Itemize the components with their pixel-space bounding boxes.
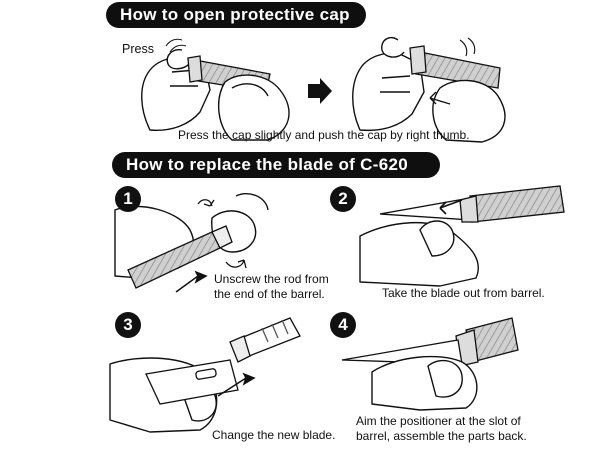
step2-knife-icon: [379, 185, 565, 223]
arrow-right-icon: [308, 78, 332, 104]
rotate-arrow-icon: [197, 199, 215, 207]
open-cap-hand-left-icon-2: [352, 36, 425, 132]
step2-hand-icon: [359, 220, 479, 287]
press-label: Press: [122, 42, 154, 56]
step4-hand-icon: [371, 355, 478, 411]
section-title-open-cap: How to open protective cap: [106, 2, 366, 28]
push-arrow-icon: [429, 91, 451, 105]
step1-caption-line1: Unscrew the rod from: [214, 272, 329, 286]
step4-caption-line1: Aim the positioner at the slot of: [356, 414, 521, 428]
section-title-replace-blade: How to replace the blade of C-620: [112, 152, 440, 178]
step-number-1: 1: [115, 186, 141, 212]
step1-caption-line2: the end of the barrel.: [214, 287, 325, 301]
step-number-2: 2: [330, 186, 356, 212]
step3-caption-line1: Change the new blade.: [212, 428, 336, 442]
open-cap-hand-right-icon-2: [432, 79, 506, 143]
step4-caption-line2: barrel, assemble the parts back.: [356, 429, 527, 443]
knife-body-icon-2: [409, 45, 501, 89]
motion-lines-icon-2: [459, 37, 476, 57]
rotate-arrow-icon-2: [225, 259, 247, 269]
motion-lines-icon: [165, 38, 187, 53]
rod-icon: [229, 317, 301, 363]
blade-icon: [145, 359, 239, 405]
open-cap-caption: Press the cap slightly and push the cap …: [178, 128, 470, 142]
step3-arrow-icon: [217, 372, 256, 397]
step-number-4: 4: [330, 312, 356, 338]
step-number-3: 3: [115, 312, 141, 338]
step2-caption-line1: Take the blade out from barrel.: [382, 286, 545, 300]
step1-arrow-icon: [175, 270, 208, 293]
open-cap-hand-right-icon: [218, 74, 290, 141]
step1-knife-icon: [127, 225, 233, 289]
step2-arrow-icon: [439, 199, 463, 215]
